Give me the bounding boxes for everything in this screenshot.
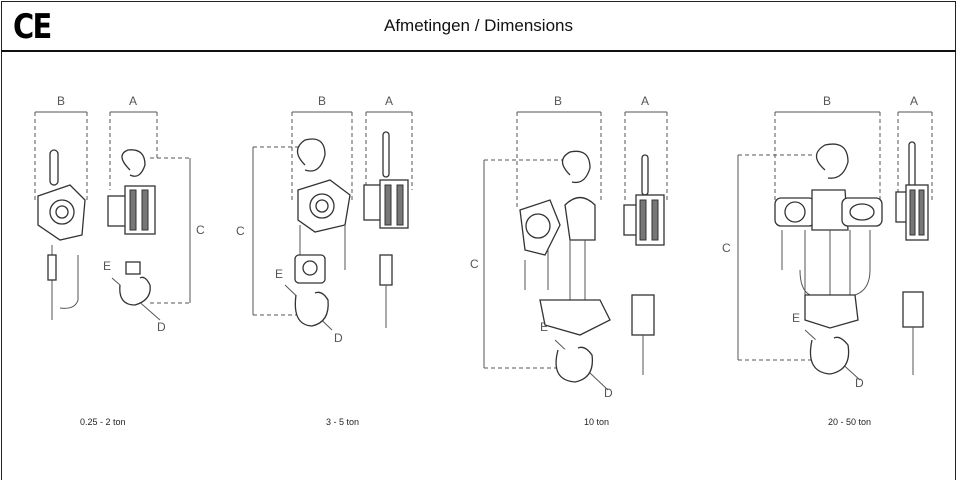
dim-label-a: A	[910, 94, 918, 108]
dim-label-d: D	[157, 320, 166, 334]
dim-label-c: C	[722, 241, 731, 255]
figure-20-50-ton: B A C E D 20 - 50 ton	[722, 94, 933, 427]
dim-label-e: E	[540, 320, 548, 334]
dim-label-a: A	[385, 94, 393, 108]
figure-3-5-ton: B A C E D 3 - 5 ton	[236, 94, 413, 427]
dim-label-c: C	[470, 257, 479, 271]
dim-label-d: D	[334, 331, 343, 345]
figure-caption: 3 - 5 ton	[326, 417, 359, 427]
dim-label-b: B	[318, 94, 326, 108]
figure-0.25-2-ton: B A C E D 0.25 - 2 ton	[34, 94, 205, 427]
dim-label-c: C	[236, 224, 245, 238]
dim-label-b: B	[554, 94, 562, 108]
figure-caption: 0.25 - 2 ton	[80, 417, 126, 427]
dim-label-c: C	[196, 223, 205, 237]
figure-caption: 10 ton	[584, 417, 609, 427]
dim-label-e: E	[275, 267, 283, 281]
dim-label-d: D	[855, 376, 864, 390]
dim-label-b: B	[57, 94, 65, 108]
figure-caption: 20 - 50 ton	[828, 417, 871, 427]
dim-label-a: A	[129, 94, 137, 108]
dim-label-b: B	[823, 94, 831, 108]
ce-logo: CE	[13, 7, 52, 47]
dim-label-e: E	[792, 311, 800, 325]
page-title: Afmetingen / Dimensions	[384, 16, 573, 35]
figure-10-ton: B A C E D 10 ton	[470, 94, 668, 427]
dim-label-a: A	[641, 94, 649, 108]
dim-label-d: D	[604, 386, 613, 400]
dim-label-e: E	[103, 259, 111, 273]
header: CE Afmetingen / Dimensions	[1, 1, 956, 52]
